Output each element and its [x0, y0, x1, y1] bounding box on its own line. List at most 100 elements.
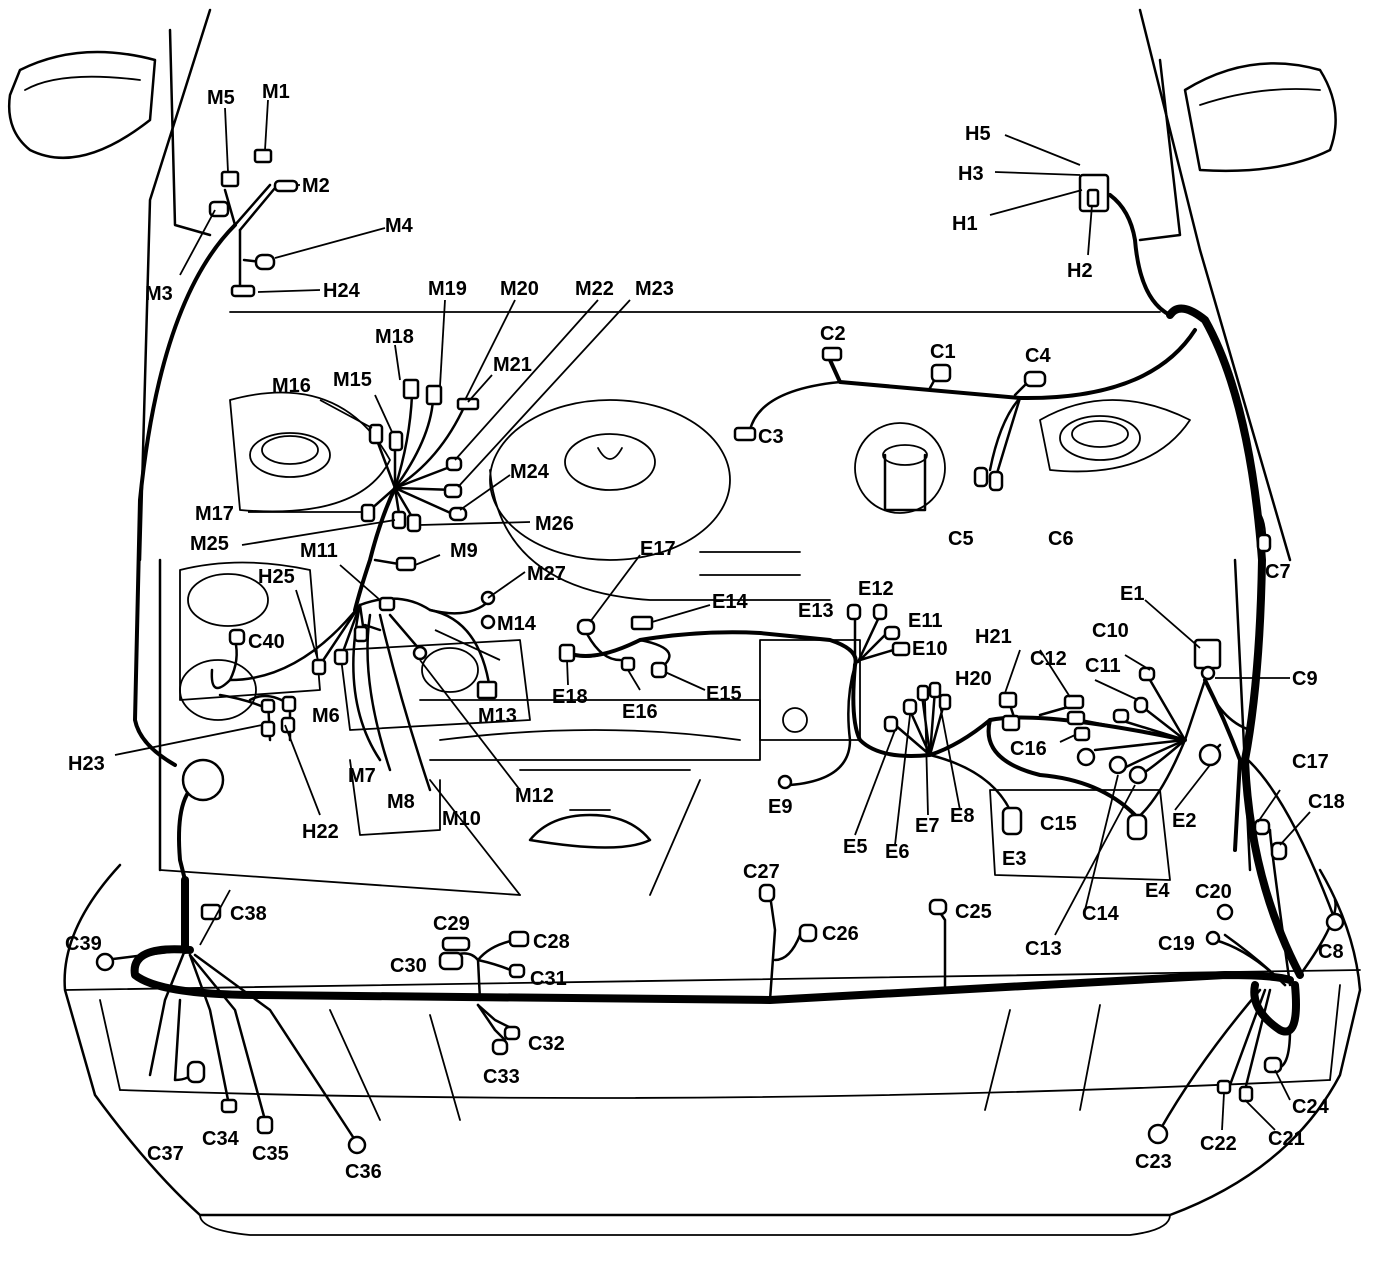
label-M22: M22 [575, 278, 614, 300]
label-M3: M3 [145, 283, 173, 305]
label-C38: C38 [230, 903, 267, 925]
label-C25: C25 [955, 901, 992, 923]
label-C11: C11 [1085, 655, 1121, 677]
label-E2: E2 [1172, 810, 1196, 832]
label-H3: H3 [958, 163, 984, 185]
label-C13: C13 [1025, 938, 1062, 960]
label-M16: M16 [272, 375, 311, 397]
label-H5: H5 [965, 123, 991, 145]
label-M14: M14 [497, 613, 537, 635]
label-H20: H20 [955, 668, 992, 690]
label-M1: M1 [262, 81, 290, 103]
label-E9: E9 [768, 796, 792, 818]
label-E17: E17 [640, 538, 676, 560]
label-C1: C1 [930, 341, 956, 363]
connectors [95, 148, 1345, 1155]
label-E1: E1 [1120, 583, 1144, 605]
label-C21: C21 [1268, 1128, 1305, 1150]
label-M24: M24 [510, 461, 550, 483]
label-C12: C12 [1030, 648, 1067, 670]
label-H25: H25 [258, 566, 295, 588]
label-C10: C10 [1092, 620, 1129, 642]
label-C17: C17 [1292, 751, 1329, 773]
label-C24: C24 [1292, 1096, 1330, 1118]
label-E7: E7 [915, 815, 939, 837]
label-C5: C5 [948, 528, 974, 550]
label-M20: M20 [500, 278, 539, 300]
label-C4: C4 [1025, 345, 1051, 367]
label-M5: M5 [207, 87, 235, 109]
label-E16: E16 [622, 701, 658, 723]
label-C34: C34 [202, 1128, 240, 1150]
label-M7: M7 [348, 765, 376, 787]
label-M12: M12 [515, 785, 554, 807]
label-C22: C22 [1200, 1133, 1237, 1155]
label-E13: E13 [798, 600, 834, 622]
label-C32: C32 [528, 1033, 565, 1055]
label-M13: M13 [478, 705, 517, 727]
label-M21: M21 [493, 354, 532, 376]
label-C30: C30 [390, 955, 427, 977]
label-E6: E6 [885, 841, 909, 863]
label-M9: M9 [450, 540, 478, 562]
label-H23: H23 [68, 753, 105, 775]
label-C23: C23 [1135, 1151, 1172, 1173]
label-M17: M17 [195, 503, 234, 525]
label-M2: M2 [302, 175, 330, 197]
label-C27: C27 [743, 861, 780, 883]
wire-harness [103, 183, 1337, 1142]
label-M6: M6 [312, 705, 340, 727]
label-E3: E3 [1002, 848, 1026, 870]
label-C3: C3 [758, 426, 784, 448]
label-E8: E8 [950, 805, 974, 827]
label-E5: E5 [843, 836, 867, 858]
label-E4: E4 [1145, 880, 1170, 902]
label-C6: C6 [1048, 528, 1074, 550]
label-E10: E10 [912, 638, 948, 660]
label-H21: H21 [975, 626, 1012, 648]
label-C8: C8 [1318, 941, 1344, 963]
vehicle-outline [8, 8, 1362, 1236]
label-E15: E15 [706, 683, 742, 705]
label-C39: C39 [65, 933, 102, 955]
label-C19: C19 [1158, 933, 1195, 955]
label-M25: M25 [190, 533, 229, 555]
label-M4: M4 [385, 215, 414, 237]
label-E14: E14 [712, 591, 748, 613]
label-C20: C20 [1195, 881, 1232, 903]
label-C16: C16 [1010, 738, 1047, 760]
label-C9: C9 [1292, 668, 1318, 690]
label-C2: C2 [820, 323, 846, 345]
label-C7: C7 [1265, 561, 1291, 583]
label-M8: M8 [387, 791, 415, 813]
label-H2: H2 [1067, 260, 1093, 282]
label-C15: C15 [1040, 813, 1077, 835]
leader-lines [114, 99, 1311, 1131]
label-M15: M15 [333, 369, 372, 391]
label-M27: M27 [527, 563, 566, 585]
label-C37: C37 [147, 1143, 184, 1165]
connector-labels: M1 M5 M2 M3 M4 H24 M19 M20 M22 M23 M18 M… [65, 81, 1345, 1183]
label-C28: C28 [533, 931, 570, 953]
label-C36: C36 [345, 1161, 382, 1183]
label-E12: E12 [858, 578, 894, 600]
label-M10: M10 [442, 808, 481, 830]
label-E18: E18 [552, 686, 588, 708]
label-M11: M11 [300, 540, 338, 562]
label-H1: H1 [952, 213, 978, 235]
label-M23: M23 [635, 278, 674, 300]
label-C18: C18 [1308, 791, 1345, 813]
label-C29: C29 [433, 913, 470, 935]
label-C26: C26 [822, 923, 859, 945]
label-M18: M18 [375, 326, 414, 348]
label-E11: E11 [908, 610, 942, 632]
label-C35: C35 [252, 1143, 289, 1165]
label-H22: H22 [302, 821, 339, 843]
label-C40: C40 [248, 631, 285, 653]
label-M19: M19 [428, 278, 467, 300]
label-C33: C33 [483, 1066, 520, 1088]
label-M26: M26 [535, 513, 574, 535]
label-C31: C31 [530, 968, 567, 990]
label-C14: C14 [1082, 903, 1120, 925]
